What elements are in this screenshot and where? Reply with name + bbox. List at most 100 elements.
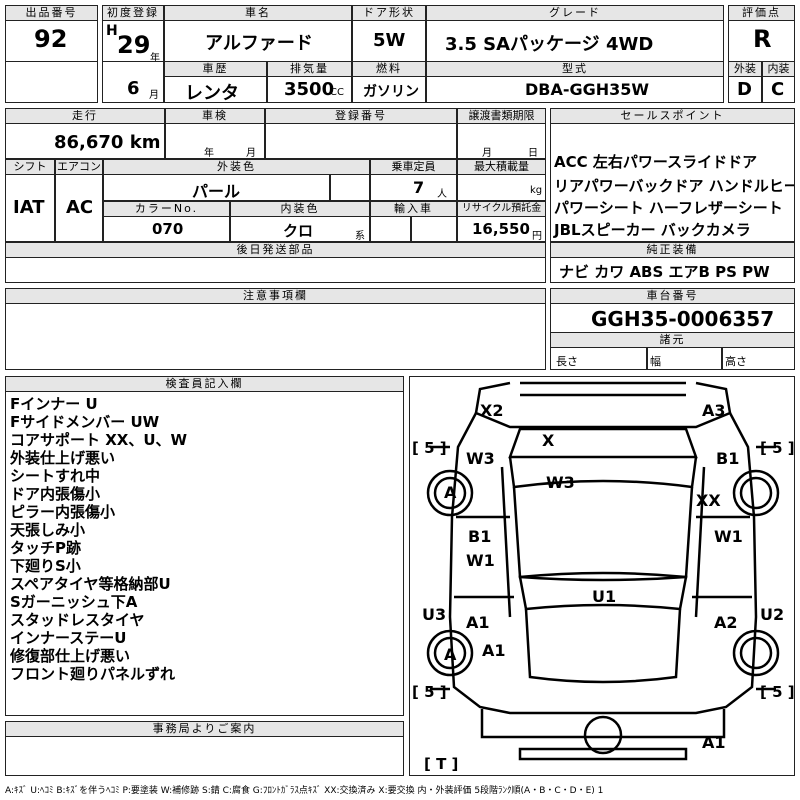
capacity: 7 xyxy=(413,178,425,197)
later-parts-cell xyxy=(5,257,546,283)
tire-front-left: [ 5 ] xyxy=(412,439,447,457)
door-cell: 5W xyxy=(352,20,426,62)
lot-label: 出品番号 xyxy=(5,5,98,21)
width-label: 幅 xyxy=(650,355,661,368)
damage-u1: U1 xyxy=(592,587,617,606)
sales-line: ACC 左右パワースライドドア xyxy=(554,153,758,171)
sales-line: リアパワーバックドア ハンドルヒーター xyxy=(554,177,794,195)
recycle-label: リサイクル預託金 xyxy=(457,201,546,217)
damage-u2: U2 xyxy=(760,605,785,624)
name-label: 車名 xyxy=(164,5,352,21)
notes-label: 注意事項欄 xyxy=(5,288,546,304)
import-label: 輸入車 xyxy=(370,201,457,217)
grade-cell: 3.5 SAパッケージ 4WD xyxy=(426,20,724,62)
damage-a2: A2 xyxy=(714,613,738,632)
chassis-number: GGH35-0006357 xyxy=(591,307,775,331)
spec-label: 諸元 xyxy=(550,332,795,348)
office-cell xyxy=(5,736,404,776)
score-label: 評価点 xyxy=(728,5,795,21)
exterior-label: 外装 xyxy=(728,61,762,77)
reg-label: 初度登録 xyxy=(102,5,164,21)
color-no-label: カラーNo. xyxy=(103,201,230,217)
transfer-label: 譲渡書類期限 xyxy=(457,108,546,124)
ac-label: エアコン xyxy=(55,159,103,175)
load-label: 最大積載量 xyxy=(457,159,546,175)
inspector-line: フロント廻りパネルずれ xyxy=(10,665,176,683)
import-cell-b xyxy=(411,216,457,242)
grade-label: グレード xyxy=(426,5,724,21)
grade: 3.5 SAパッケージ 4WD xyxy=(445,34,654,55)
interior-color-unit: 系 xyxy=(355,231,365,242)
import-cell-a xyxy=(370,216,411,242)
damage-a-left-bottom: A xyxy=(444,645,457,664)
name-cell: アルファード xyxy=(164,20,352,62)
recycle-fee: 16,550 xyxy=(472,220,530,238)
later-parts-label: 後日発送部品 xyxy=(5,242,546,258)
model: DBA-GGH35W xyxy=(525,80,650,99)
era: H xyxy=(106,23,118,39)
interior-color-label: 内装色 xyxy=(230,201,370,217)
width-cell: 幅 xyxy=(647,347,722,370)
transfer-month: 月 xyxy=(482,148,492,159)
inspection-year-unit: 年 xyxy=(204,148,214,159)
inspector-line: ピラー内張傷小 xyxy=(10,503,116,521)
lot-cell: 92 xyxy=(5,20,98,62)
tire-front-right: [ 5 ] xyxy=(760,439,795,457)
displacement-unit: CC xyxy=(330,87,344,98)
displacement-cell: 3500 CC xyxy=(267,76,352,103)
equipment-cell: ナビ カワ ABS エアB PS PW xyxy=(550,257,795,283)
damage-a1-left: A1 xyxy=(466,613,490,632)
legend: A:ｷｽﾞ U:ﾍｺﾐ B:ｷｽﾞを伴うﾍｺﾐ P:要塗装 W:補修跡 S:錆 … xyxy=(5,786,604,796)
reg-year: 29 xyxy=(117,31,151,59)
history-label: 車歴 xyxy=(164,61,267,77)
ac-cell: AC xyxy=(55,174,103,242)
history-cell: レンタ xyxy=(164,76,267,103)
score: R xyxy=(753,25,772,53)
damage-w3-center: W3 xyxy=(546,473,575,492)
exterior-cell: D xyxy=(728,76,762,103)
car-outline xyxy=(426,381,780,761)
color-cell: パール xyxy=(103,174,330,201)
capacity-unit: 人 xyxy=(437,189,447,200)
inspector-cell: Fインナー U Fサイドメンバー UW コアサポート XX、U、W 外装仕上げ悪… xyxy=(5,391,404,716)
transfer-cell: 月 日 xyxy=(457,123,546,159)
inspector-line: インナーステーU xyxy=(10,629,127,647)
ac: AC xyxy=(66,197,94,218)
fuel-cell: ガソリン xyxy=(352,76,426,103)
color-no: 070 xyxy=(152,220,184,238)
inspector-line: 下廻りS小 xyxy=(10,557,81,575)
office-label: 事務局よりご案内 xyxy=(5,721,404,737)
reg-cell: H 29 年 xyxy=(102,20,164,62)
plate-cell xyxy=(265,123,457,159)
inspector-line: 外装仕上げ悪い xyxy=(10,449,116,467)
door-label: ドア形状 xyxy=(352,5,426,21)
mileage-cell: 86,670 km xyxy=(5,123,165,159)
displacement: 3500 xyxy=(284,79,335,100)
damage-x: X xyxy=(542,431,555,450)
month-unit: 月 xyxy=(149,90,159,101)
inspector-line: タッチP跡 xyxy=(10,539,81,557)
interior-score: C xyxy=(771,79,785,100)
interior-cell: C xyxy=(762,76,795,103)
height-cell: 高さ xyxy=(722,347,795,370)
notes-cell xyxy=(5,303,546,370)
chassis-cell: GGH35-0006357 xyxy=(550,303,795,333)
inspection-cell: 年 月 xyxy=(165,123,265,159)
mileage: 86,670 km xyxy=(54,132,161,153)
inspector-line: スタッドレスタイヤ xyxy=(10,611,145,629)
equipment: ナビ カワ ABS エアB PS PW xyxy=(559,263,770,281)
length-cell: 長さ xyxy=(550,347,647,370)
interior-color-cell: クロ 系 xyxy=(230,216,370,242)
shift-label: シフト xyxy=(5,159,55,175)
fuel: ガソリン xyxy=(363,84,419,100)
inspector-line: Fサイドメンバー UW xyxy=(10,413,160,431)
damage-xx: XX xyxy=(696,491,721,510)
inspector-line: スペアタイヤ等格納部U xyxy=(10,575,171,593)
inspection-label: 車検 xyxy=(165,108,265,124)
lot-blank-cell xyxy=(5,61,98,103)
recycle-cell: 16,550 円 xyxy=(457,216,546,242)
damage-x2: X2 xyxy=(480,401,504,420)
mileage-label: 走行 xyxy=(5,108,165,124)
damage-a3: A3 xyxy=(702,401,726,420)
damage-b1-left: B1 xyxy=(468,527,492,546)
